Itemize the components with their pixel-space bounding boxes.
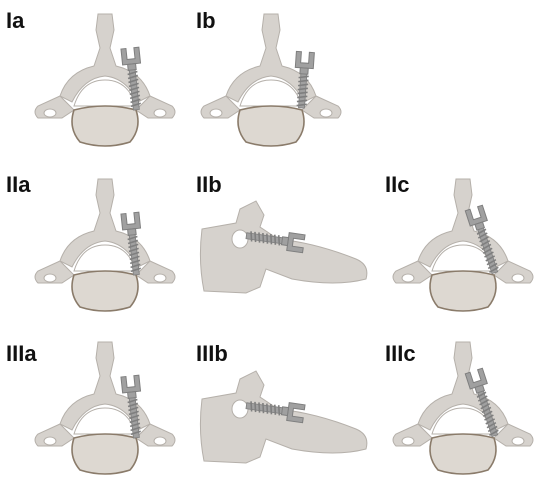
sagittal-vertebra xyxy=(200,201,366,293)
right-transverse-foramen xyxy=(512,437,524,445)
vertebral-body xyxy=(430,434,496,474)
screw-head xyxy=(121,47,141,65)
panel-label-iib: IIb xyxy=(196,174,222,196)
left-transverse-foramen xyxy=(44,437,56,445)
panel-iiia-vertebra-axial xyxy=(30,338,180,488)
right-transverse-foramen xyxy=(320,109,332,117)
left-transverse-foramen xyxy=(210,109,222,117)
right-transverse-foramen xyxy=(154,274,166,282)
vertebral-body xyxy=(72,271,138,311)
screw-neck xyxy=(300,68,308,75)
screw-head xyxy=(121,375,141,393)
panel-label-iia: IIa xyxy=(6,174,30,196)
panel-label-ia: Ia xyxy=(6,10,24,32)
vertebral-body xyxy=(72,434,138,474)
sagittal-vertebra xyxy=(200,371,366,463)
left-transverse-foramen xyxy=(402,274,414,282)
right-transverse-foramen xyxy=(154,437,166,445)
screw-head xyxy=(121,212,141,230)
panel-ia-vertebra-axial xyxy=(30,10,180,160)
vertebral-body xyxy=(430,271,496,311)
panel-iib-vertebra-sagittal xyxy=(196,195,376,305)
left-transverse-foramen xyxy=(44,109,56,117)
screw-head xyxy=(295,51,314,68)
panel-iiib-vertebra-sagittal xyxy=(196,365,376,475)
panel-iia-vertebra-axial xyxy=(30,175,180,325)
right-transverse-foramen xyxy=(512,274,524,282)
panel-label-iiib: IIIb xyxy=(196,343,228,365)
panel-iic-vertebra-axial xyxy=(388,175,538,325)
vertebral-body xyxy=(238,106,304,146)
left-transverse-foramen xyxy=(44,274,56,282)
right-transverse-foramen xyxy=(154,109,166,117)
panel-ib-vertebra-axial xyxy=(196,10,346,160)
panel-iiic-vertebra-axial xyxy=(388,338,538,488)
left-transverse-foramen xyxy=(402,437,414,445)
vertebral-body xyxy=(72,106,138,146)
